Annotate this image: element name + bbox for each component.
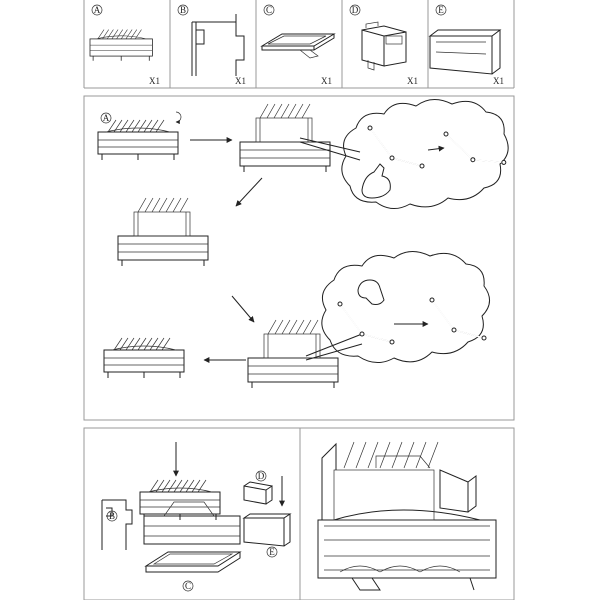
- step-unfold: A: [97, 99, 509, 209]
- utensil-holder-d-icon: [243, 481, 273, 505]
- part-c-qty: X1: [321, 76, 332, 86]
- part-a-cell: A X1: [89, 4, 160, 86]
- part-d-qty: X1: [407, 76, 418, 86]
- utensil-holder-icon: [361, 21, 407, 71]
- part-e-qty: X1: [493, 76, 504, 86]
- part-b-cell: B X1: [177, 4, 246, 86]
- link-arm-folded-icon: [337, 301, 395, 345]
- part-a-letter: A: [94, 5, 101, 15]
- cup-holder-e-icon: [242, 513, 292, 547]
- rack-top-icon: [139, 479, 221, 521]
- step-fold: [103, 251, 490, 389]
- folded-rack-icon: [97, 119, 179, 161]
- holder-d-label: D: [258, 471, 265, 481]
- part-b-qty: X1: [235, 76, 246, 86]
- part-c-cell: C X1: [260, 4, 336, 86]
- part-c-letter: C: [266, 5, 272, 15]
- cup-holder-icon: [428, 29, 502, 75]
- link-arm-icon: [367, 125, 425, 169]
- drip-tray-icon: [260, 33, 336, 59]
- link-arm-straight-icon: [429, 297, 487, 341]
- detail-cloud-2: [321, 251, 490, 363]
- part-b-letter: B: [180, 5, 186, 15]
- part-d-cell: D X1: [349, 4, 418, 86]
- arrow-down-left: [235, 177, 263, 207]
- raised-rack-icon: [117, 197, 209, 267]
- arrow-down-right: [231, 295, 255, 323]
- unfolding-rack-icon: [239, 103, 331, 173]
- step-exploded-assembly: B D E C: [101, 442, 292, 592]
- folded-rack-result-icon: [103, 337, 185, 379]
- rack-a-label: A: [103, 113, 110, 123]
- tray-c-label: C: [185, 581, 191, 591]
- part-d-letter: D: [352, 5, 359, 15]
- detail-cloud-1: [341, 99, 509, 209]
- hand-icon-2: [357, 279, 385, 305]
- link-arm-unfolded-icon: [442, 121, 507, 175]
- folding-rack-icon: [247, 319, 339, 389]
- finished-rack: [317, 441, 497, 591]
- drip-tray-c-icon: [144, 551, 242, 573]
- panel-frames: [83, 0, 515, 600]
- part-a-qty: X1: [149, 76, 160, 86]
- side-bracket-b-icon: [101, 499, 133, 550]
- bracket-b-label: B: [109, 511, 115, 521]
- side-bracket-icon: [191, 14, 245, 76]
- part-e-letter: E: [438, 5, 444, 15]
- rack-base-icon: [143, 501, 241, 545]
- hand-icon: [361, 163, 391, 199]
- holder-e-label: E: [269, 547, 275, 557]
- dish-rack-icon: [89, 29, 153, 62]
- part-e-cell: E X1: [428, 4, 504, 86]
